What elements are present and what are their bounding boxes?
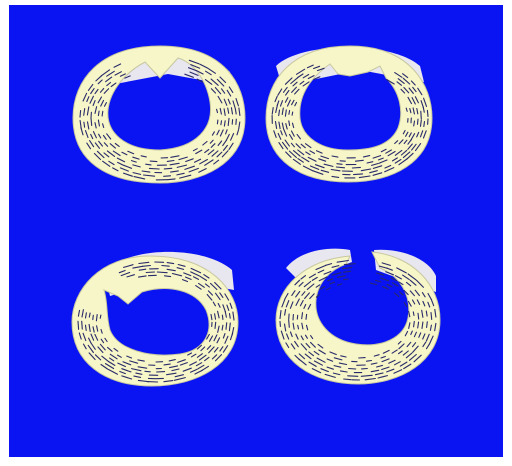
fiber-mark <box>157 272 167 273</box>
fiber-mark <box>162 266 169 267</box>
fiber-mark <box>306 314 307 319</box>
fiber-mark <box>418 119 419 124</box>
fiber-mark <box>348 376 358 377</box>
fiber-mark <box>84 122 85 127</box>
fiber-mark <box>164 176 171 177</box>
fiber-mark <box>292 112 293 115</box>
fiber-mark <box>298 325 299 329</box>
fiber-mark <box>215 322 216 328</box>
fiber-mark <box>337 164 342 165</box>
fiber-mark <box>344 379 351 380</box>
fiber-mark <box>367 361 372 362</box>
fiber-mark <box>98 111 99 116</box>
fiber-mark <box>149 168 159 169</box>
fiber-mark <box>145 371 150 372</box>
blue-background <box>9 5 503 457</box>
fiber-mark <box>424 122 425 127</box>
fiber-mark <box>349 369 356 370</box>
fiber-mark <box>421 111 422 119</box>
fiber-mark <box>82 321 83 329</box>
fiber-mark <box>289 320 290 327</box>
fiber-mark <box>354 174 363 175</box>
fiber-mark <box>91 118 92 125</box>
fiber-mark <box>78 321 79 329</box>
fiber-mark <box>217 120 218 124</box>
fiber-mark <box>418 313 419 319</box>
fiber-mark <box>146 272 154 273</box>
fiber-mark <box>427 322 428 328</box>
fiber-mark <box>222 315 223 319</box>
fiber-mark <box>413 312 414 316</box>
fiber-mark <box>93 315 94 319</box>
fiber-mark <box>431 313 432 320</box>
fiber-mark <box>164 168 172 169</box>
fiber-mark <box>352 167 360 168</box>
fiber-mark <box>289 111 290 115</box>
fiber-mark <box>344 279 349 280</box>
fiber-mark <box>100 315 101 318</box>
fiber-mark <box>80 111 81 118</box>
fiber-mark <box>89 313 90 317</box>
fiber-mark <box>221 121 222 125</box>
fiber-mark <box>86 325 87 330</box>
fiber-mark <box>226 323 227 330</box>
fiber-mark <box>102 111 103 116</box>
fiber-mark <box>146 164 151 165</box>
fiber-mark <box>150 161 157 162</box>
fiber-mark <box>427 110 428 116</box>
fiber-mark <box>230 314 231 319</box>
fiber-mark <box>414 321 415 326</box>
